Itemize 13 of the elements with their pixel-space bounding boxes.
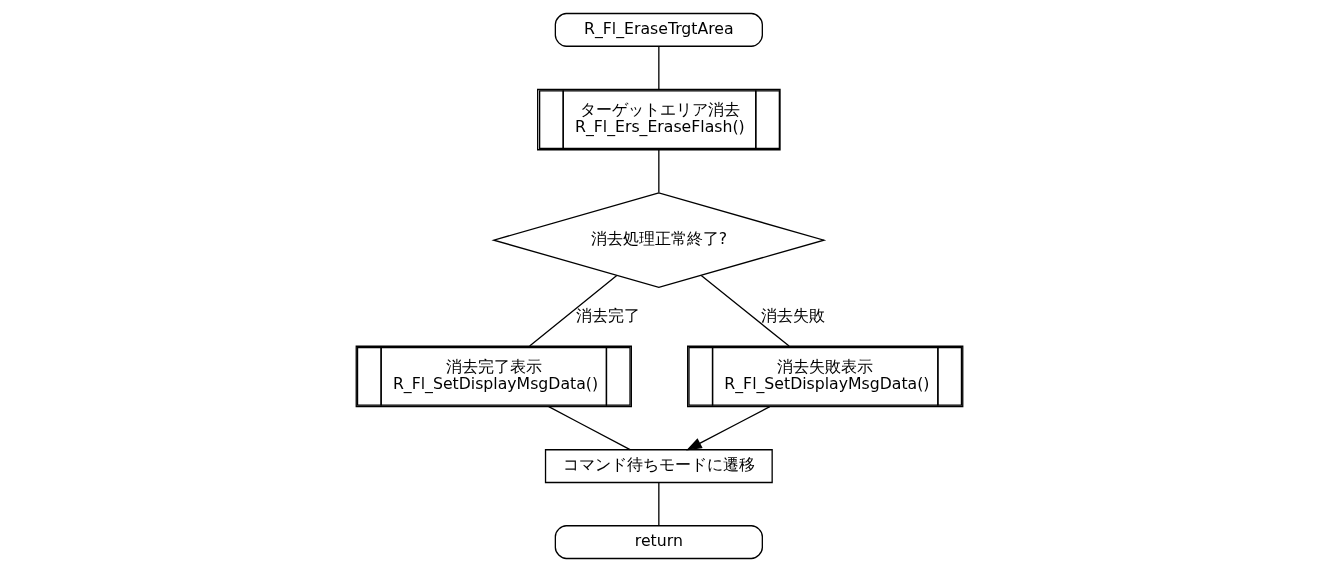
connector [529, 274, 618, 347]
connector [700, 274, 790, 347]
node-box: return [554, 525, 763, 560]
connector [548, 406, 631, 451]
edge-label: 消去完了 [576, 305, 641, 325]
arrow [686, 406, 771, 451]
node-box: コマンド待ちモードに遷移 [544, 449, 773, 484]
edge-label: 消去失敗 [761, 305, 826, 325]
node-box: R_Fl_EraseTrgtArea [554, 12, 763, 47]
connector [658, 481, 660, 527]
node-diamond: 消去処理正常終了? [491, 192, 827, 288]
connector [658, 149, 660, 194]
connector [658, 45, 660, 90]
